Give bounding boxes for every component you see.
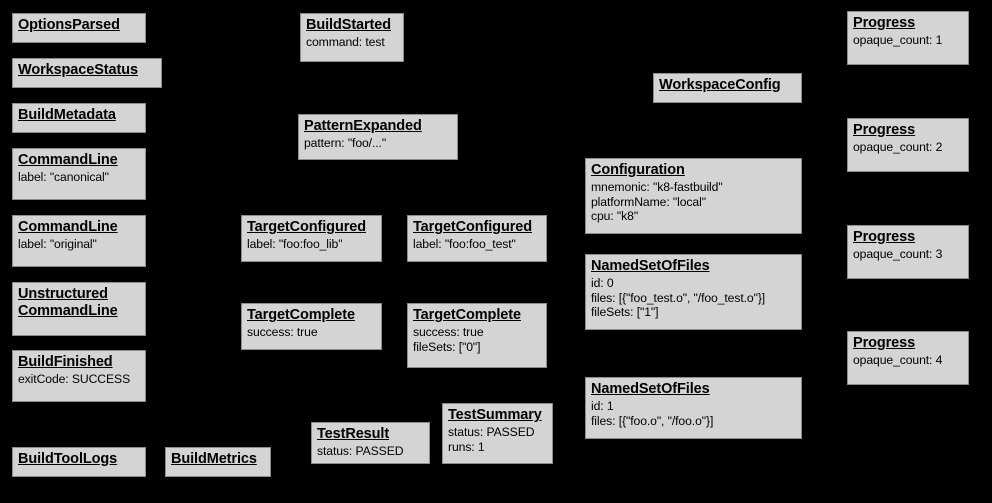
node-field: cpu: "k8" bbox=[591, 208, 639, 223]
node-target-configured-lib[interactable]: TargetConfigured label: "foo:foo_lib" bbox=[241, 215, 382, 262]
node-title: CommandLine bbox=[18, 219, 118, 235]
node-unstructured-command-line[interactable]: Unstructured CommandLine bbox=[12, 282, 146, 336]
node-configuration[interactable]: Configuration mnemonic: "k8-fastbuild"pla… bbox=[585, 158, 802, 234]
node-title: OptionsParsed bbox=[18, 17, 120, 33]
node-pattern-expanded[interactable]: PatternExpanded pattern: "foo/..." bbox=[298, 114, 458, 160]
node-build-started[interactable]: BuildStarted command: test bbox=[300, 13, 404, 62]
node-command-line-canonical[interactable]: CommandLine label: "canonical" bbox=[12, 148, 146, 200]
node-field: label: "foo:foo_lib" bbox=[247, 237, 343, 252]
node-build-metadata[interactable]: BuildMetadata bbox=[12, 103, 146, 133]
node-field: status: PASSED bbox=[317, 444, 404, 459]
node-title: BuildMetadata bbox=[18, 107, 116, 123]
node-field: files: [{"foo.o", "/foo.o"}] bbox=[591, 413, 714, 428]
node-title: CommandLine bbox=[18, 152, 118, 168]
node-field: fileSets: ["0"] bbox=[413, 339, 481, 354]
node-field: opaque_count: 4 bbox=[853, 353, 943, 368]
node-title: BuildStarted bbox=[306, 17, 392, 33]
node-progress-1[interactable]: Progress opaque_count: 1 bbox=[847, 11, 969, 65]
node-field: label: "canonical" bbox=[18, 170, 109, 185]
node-field: exitCode: SUCCESS bbox=[18, 372, 131, 387]
node-title: BuildMetrics bbox=[171, 451, 257, 467]
node-title: TargetConfigured bbox=[247, 219, 366, 235]
node-field: pattern: "foo/..." bbox=[304, 136, 387, 151]
node-title: Unstructured CommandLine bbox=[18, 286, 118, 320]
node-field: files: [{"foo_test.o", "/foo_test.o"}] bbox=[591, 290, 766, 305]
node-title: PatternExpanded bbox=[304, 118, 422, 134]
node-title: TargetConfigured bbox=[413, 219, 532, 235]
node-options-parsed[interactable]: OptionsParsed bbox=[12, 13, 146, 43]
node-field: label: "foo:foo_test" bbox=[413, 237, 516, 252]
node-workspace-config[interactable]: WorkspaceConfig bbox=[653, 73, 802, 103]
node-field: fileSets: ["1"] bbox=[591, 304, 659, 319]
node-test-result[interactable]: TestResult status: PASSED bbox=[311, 422, 430, 464]
node-field: mnemonic: "k8-fastbuild" bbox=[591, 180, 723, 195]
node-title: Progress bbox=[853, 229, 916, 245]
node-build-finished[interactable]: BuildFinished exitCode: SUCCESS bbox=[12, 350, 146, 402]
node-title: TargetComplete bbox=[247, 307, 355, 323]
node-title: TargetComplete bbox=[413, 307, 521, 323]
node-progress-3[interactable]: Progress opaque_count: 3 bbox=[847, 225, 969, 279]
node-field: platformName: "local" bbox=[591, 194, 706, 209]
node-build-metrics[interactable]: BuildMetrics bbox=[165, 447, 271, 477]
node-title: WorkspaceConfig bbox=[659, 77, 781, 93]
node-title: TestSummary bbox=[448, 407, 542, 423]
node-target-configured-test[interactable]: TargetConfigured label: "foo:foo_test" bbox=[407, 215, 547, 262]
node-field: success: true bbox=[413, 325, 484, 340]
node-field: runs: 1 bbox=[448, 439, 485, 454]
node-field: opaque_count: 3 bbox=[853, 247, 943, 262]
node-command-line-original[interactable]: CommandLine label: "original" bbox=[12, 215, 146, 267]
node-title: NamedSetOfFiles bbox=[591, 381, 710, 397]
node-title: NamedSetOfFiles bbox=[591, 258, 710, 274]
node-field: command: test bbox=[306, 35, 385, 50]
node-build-tool-logs[interactable]: BuildToolLogs bbox=[12, 447, 146, 477]
node-field: opaque_count: 1 bbox=[853, 33, 943, 48]
node-title: TestResult bbox=[317, 426, 390, 442]
node-title: Progress bbox=[853, 335, 916, 351]
node-field: opaque_count: 2 bbox=[853, 140, 943, 155]
node-target-complete-lib[interactable]: TargetComplete success: true bbox=[241, 303, 382, 350]
node-title: WorkspaceStatus bbox=[18, 62, 138, 78]
node-field: id: 0 bbox=[591, 276, 614, 291]
node-progress-2[interactable]: Progress opaque_count: 2 bbox=[847, 118, 969, 172]
node-title: BuildFinished bbox=[18, 354, 113, 370]
node-field: id: 1 bbox=[591, 399, 614, 414]
node-field: label: "original" bbox=[18, 237, 97, 252]
node-workspace-status[interactable]: WorkspaceStatus bbox=[12, 58, 162, 88]
node-progress-4[interactable]: Progress opaque_count: 4 bbox=[847, 331, 969, 385]
node-title: Progress bbox=[853, 122, 916, 138]
node-title: Progress bbox=[853, 15, 916, 31]
node-field: status: PASSED bbox=[448, 425, 535, 440]
node-title: Configuration bbox=[591, 162, 685, 178]
node-field: success: true bbox=[247, 325, 318, 340]
node-title: BuildToolLogs bbox=[18, 451, 118, 467]
